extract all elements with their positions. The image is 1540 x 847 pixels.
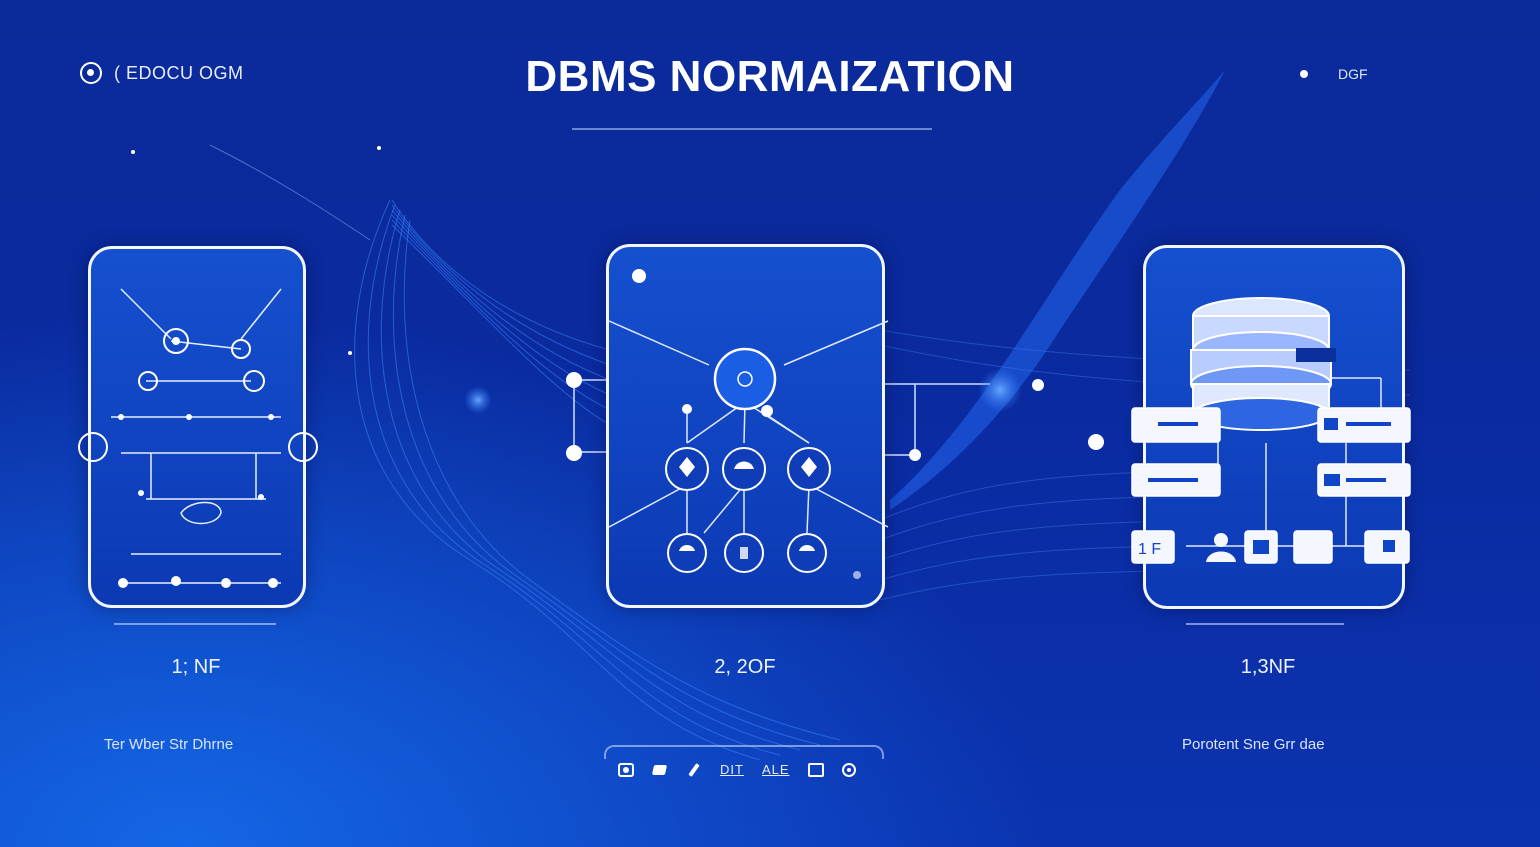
user-icon: [1296, 533, 1324, 562]
toolbar-text-dit[interactable]: DIT: [720, 762, 744, 777]
stage-caption-3nf: Porotent Sne Grr dae: [1182, 736, 1325, 753]
dot-icon: [1300, 70, 1308, 78]
card-3nf[interactable]: 1 F: [1131, 245, 1411, 609]
chip-text: 1 F: [1138, 541, 1161, 558]
stage-caption-1nf: Ter Wber Str Dhrne: [104, 736, 234, 753]
brand[interactable]: ( EDOCU OGM: [80, 62, 244, 84]
card-1nf-underline: [114, 623, 276, 625]
box-icon[interactable]: [807, 762, 824, 777]
card-1nf[interactable]: [78, 246, 318, 608]
camera-icon[interactable]: [618, 762, 634, 777]
user-icon: [1206, 533, 1236, 562]
3nf-database-diagram: 1 F: [1131, 297, 1411, 564]
title-underline: [572, 128, 932, 130]
brand-text: ( EDOCU OGM: [114, 62, 244, 83]
card-3nf-underline: [1186, 623, 1344, 625]
bottom-toolbar: DIT ALE: [618, 762, 856, 777]
toolbar-frame: [604, 745, 884, 759]
toolbar-text-ale[interactable]: ALE: [761, 762, 790, 777]
2nf-tree-diagram: [608, 269, 889, 579]
1nf-network-diagram: [78, 288, 318, 588]
top-right-menu[interactable]: DGF: [1300, 66, 1368, 82]
pen-icon[interactable]: [686, 763, 702, 777]
card-2nf[interactable]: [606, 244, 889, 608]
stage-label-1nf: 1; NF: [171, 656, 221, 678]
image-icon[interactable]: [652, 763, 668, 777]
stage-label-3nf: 1,3NF: [1240, 656, 1296, 678]
top-right-text: DGF: [1338, 66, 1368, 82]
target-icon: [80, 62, 102, 84]
stage-label-2nf: 2, 2OF: [714, 656, 776, 678]
page-title: DBMS NORMAIZATION: [525, 52, 1015, 101]
play-icon[interactable]: [841, 762, 856, 777]
